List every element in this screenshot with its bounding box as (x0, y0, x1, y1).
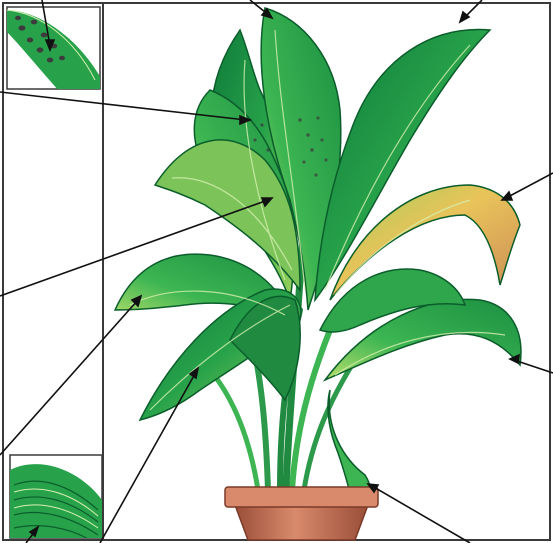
spotted-leaf-closeup (5, 7, 102, 92)
leaf-surface-closeup (10, 455, 102, 540)
flower-pot (225, 487, 378, 540)
